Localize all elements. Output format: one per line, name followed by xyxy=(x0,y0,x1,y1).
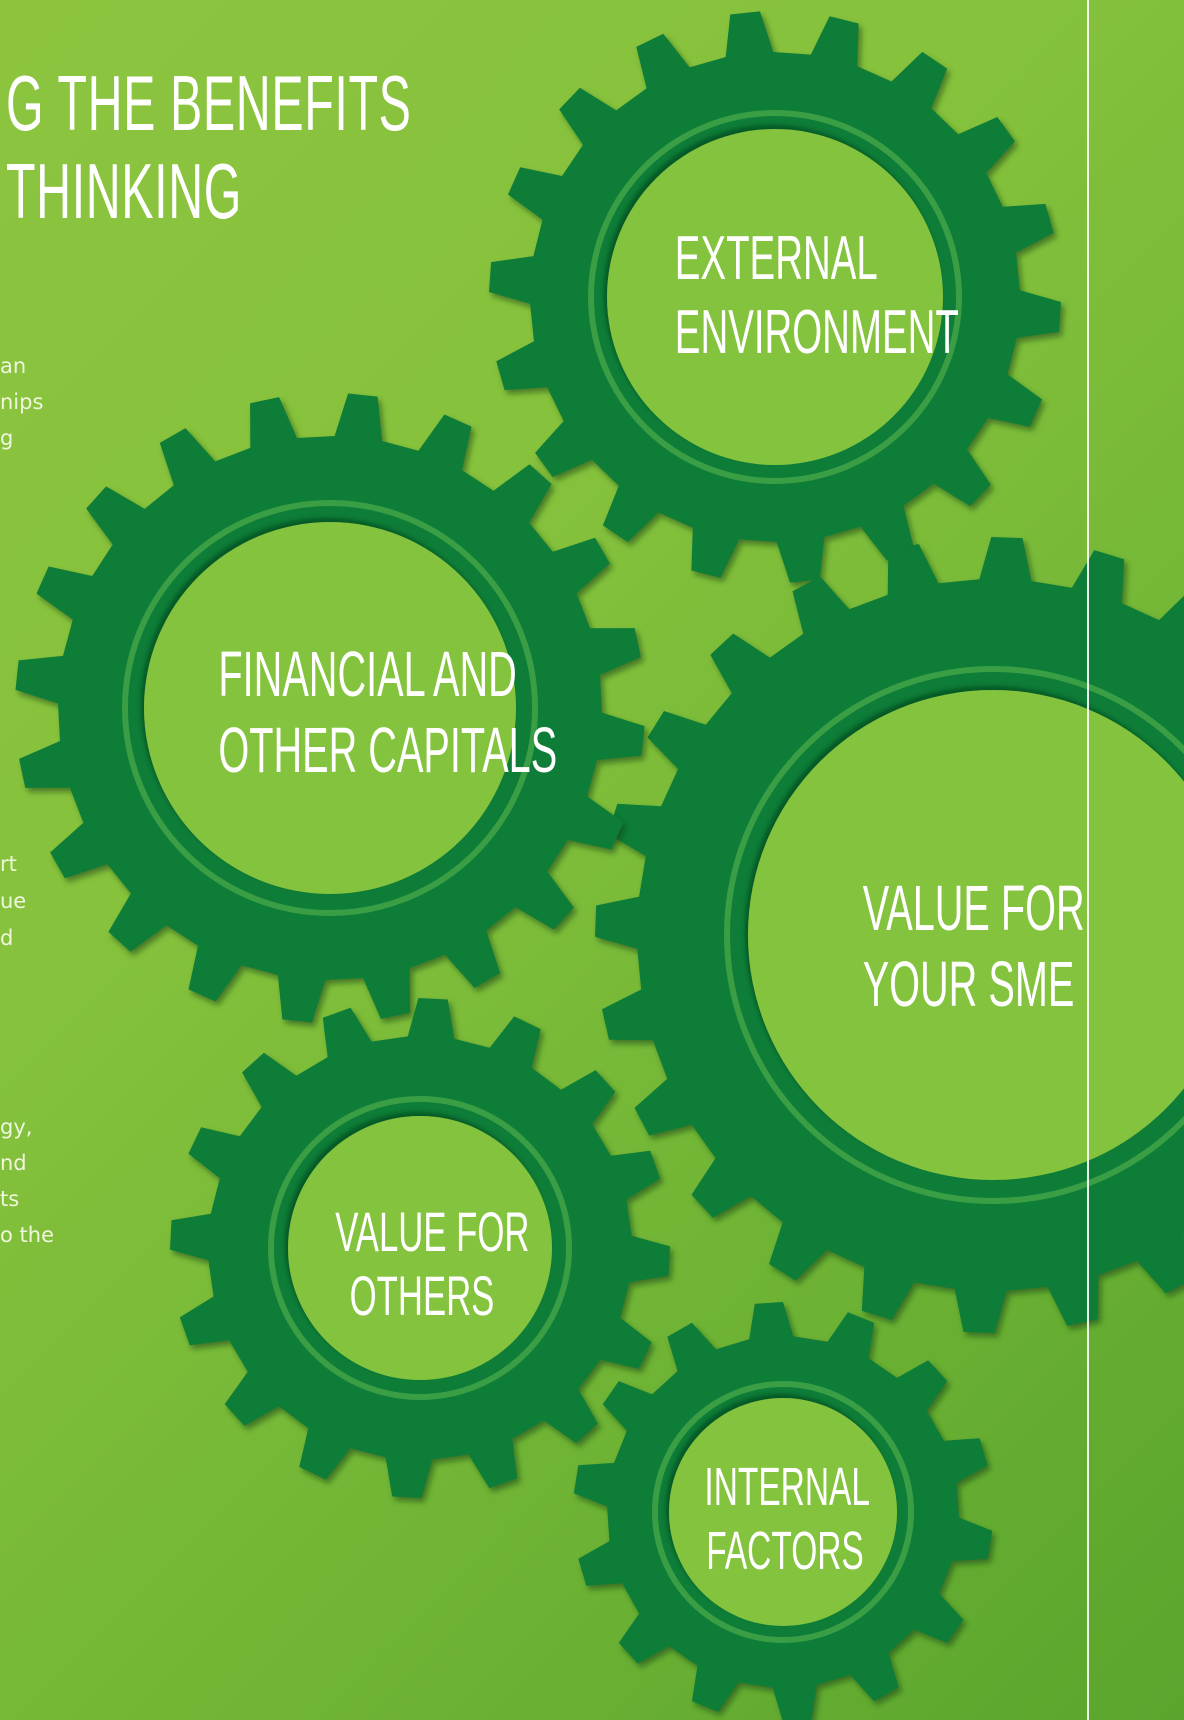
gear-label-line: OTHERS xyxy=(349,1264,495,1327)
text-fragment: ts xyxy=(0,1187,20,1211)
gear-ring xyxy=(652,1381,914,1643)
gear-hub xyxy=(669,1398,897,1626)
gear-label-financial-and-other-capitals: FINANCIAL AND OTHER CAPITALS xyxy=(150,636,558,788)
vertical-divider xyxy=(1087,0,1089,1720)
text-fragment: an xyxy=(0,354,27,378)
gear-ring xyxy=(724,666,1184,1204)
text-fragment: o the xyxy=(0,1223,54,1247)
gear-internal-factors xyxy=(573,1302,993,1720)
gear-label-internal-factors: INTERNAL FACTORS xyxy=(655,1455,915,1583)
gear-label-value-for-your-sme: VALUE FOR YOUR SME xyxy=(800,870,1130,1022)
gear-external-environment xyxy=(489,11,1061,583)
gear-label-line: EXTERNAL xyxy=(674,224,878,293)
gear-ring xyxy=(122,500,538,916)
gear-hub xyxy=(144,522,516,894)
gear-label-line: VALUE FOR xyxy=(335,1200,530,1263)
page-title-line-2: THINKING xyxy=(6,147,243,235)
page-title-line-1: G THE BENEFITS xyxy=(6,59,412,147)
gear-label-line: YOUR SME xyxy=(862,948,1075,1020)
gear-label-line: OTHER CAPITALS xyxy=(218,714,558,786)
text-fragment: g xyxy=(0,426,14,450)
text-fragment: gy, xyxy=(0,1115,33,1139)
text-fragment: nd xyxy=(0,1151,27,1175)
gear-value-for-others xyxy=(170,998,670,1498)
gear-value-for-your-sme xyxy=(595,537,1184,1333)
gear-label-line: INTERNAL xyxy=(704,1457,870,1517)
gear-label-line: FACTORS xyxy=(706,1521,864,1581)
gear-ring xyxy=(268,1096,572,1400)
text-fragment: nips xyxy=(0,390,44,414)
gear-label-external-environment: EXTERNAL ENVIRONMENT xyxy=(614,222,959,370)
text-fragment: rt xyxy=(0,852,17,876)
gear-hub xyxy=(607,129,943,465)
gear-label-line: ENVIRONMENT xyxy=(674,298,959,367)
gear-financial-and-other-capitals xyxy=(15,393,645,1023)
gear-label-line: VALUE FOR xyxy=(862,872,1085,944)
text-fragment: d xyxy=(0,926,14,950)
gear-label-value-for-others: VALUE FOR OTHERS xyxy=(282,1200,562,1328)
gear-ring xyxy=(588,110,962,484)
gear-label-line: FINANCIAL AND xyxy=(218,638,517,710)
text-fragment: ue xyxy=(0,889,27,913)
gear-hub xyxy=(288,1116,552,1380)
gear-hub xyxy=(748,690,1184,1180)
